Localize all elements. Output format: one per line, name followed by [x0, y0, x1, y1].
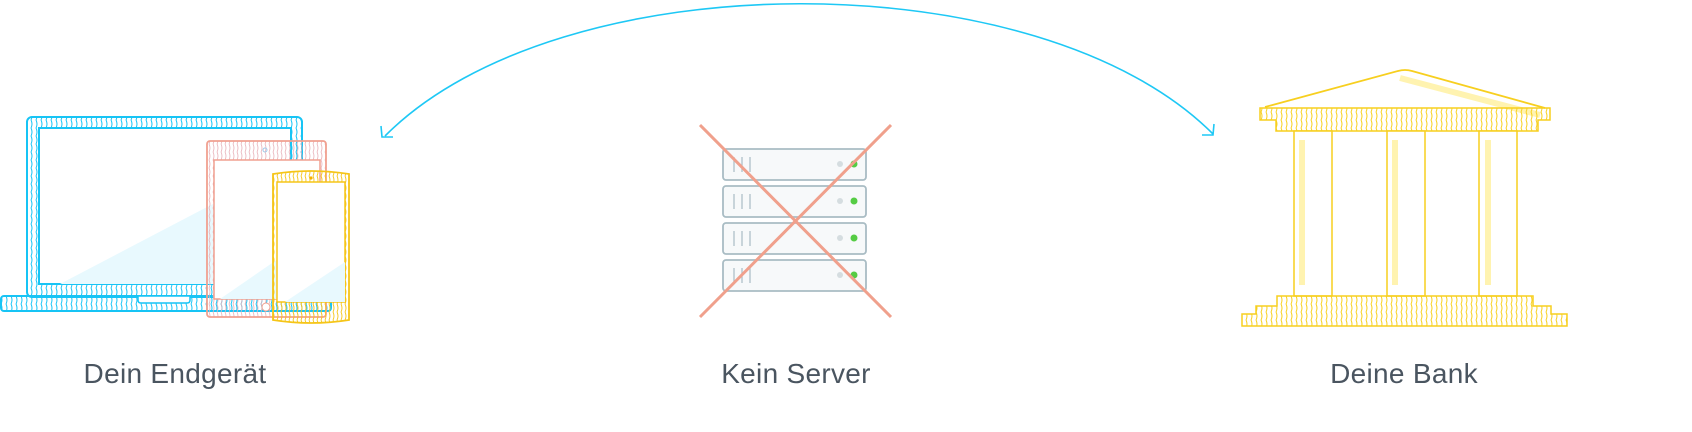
server-icon [722, 148, 867, 292]
label-server: Kein Server [721, 358, 871, 389]
cross-icon [698, 123, 893, 319]
bank-icon [1241, 69, 1568, 327]
bidirectional-arrow [380, 2, 1215, 138]
phone-icon [272, 170, 350, 324]
label-bank: Deine Bank [1330, 358, 1478, 389]
label-device: Dein Endgerät [83, 358, 267, 389]
